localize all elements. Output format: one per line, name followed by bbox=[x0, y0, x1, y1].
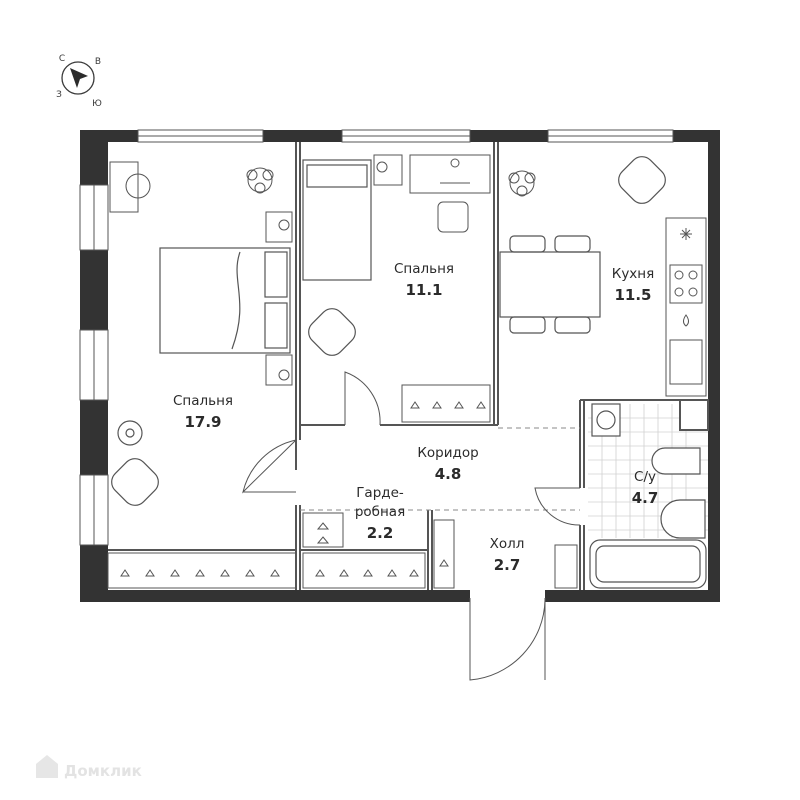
dining-table bbox=[499, 235, 601, 334]
room-name-bedroom-large: Спальня bbox=[173, 393, 233, 409]
room-area-kitchen: 11.5 bbox=[614, 286, 651, 304]
desk-with-round-table bbox=[109, 161, 151, 213]
work-desk bbox=[409, 154, 491, 194]
room-name-wardrobe-line2: робная bbox=[355, 504, 405, 520]
zone-separators bbox=[300, 427, 580, 511]
single-bed bbox=[302, 159, 372, 281]
snowflake-icon bbox=[680, 228, 692, 240]
room-name-wardrobe-line1: Гарде- bbox=[356, 485, 404, 501]
room-area-hall: 2.7 bbox=[494, 556, 521, 574]
room-area-corridor: 4.8 bbox=[435, 465, 462, 483]
compass-arrow-icon bbox=[70, 68, 88, 88]
room-name-bathroom: С/у bbox=[634, 469, 656, 485]
wardrobe-hangers-bedroom bbox=[107, 552, 297, 589]
room-area-wardrobe: 2.2 bbox=[367, 524, 394, 542]
compass: С В З Ю bbox=[56, 54, 102, 109]
top-windows bbox=[137, 129, 674, 143]
doors bbox=[242, 371, 581, 681]
left-windows bbox=[79, 184, 109, 546]
watermark: Домклик bbox=[36, 755, 142, 780]
room-name-kitchen: Кухня bbox=[612, 266, 655, 282]
nightstand-small bbox=[373, 154, 403, 186]
kitchen-counter bbox=[665, 217, 707, 397]
compass-west: З bbox=[56, 90, 62, 100]
compass-ring bbox=[61, 61, 95, 95]
compass-south: Ю bbox=[92, 99, 102, 109]
armchair-small-icon bbox=[308, 308, 356, 356]
interior-walls bbox=[108, 142, 708, 590]
bathroom-shaft bbox=[679, 399, 709, 431]
compass-east: В bbox=[95, 57, 101, 67]
watermark-text: Домклик bbox=[64, 762, 142, 780]
room-area-bedroom-large: 17.9 bbox=[184, 413, 221, 431]
hall-shoe-rack bbox=[433, 519, 578, 589]
armchair-icon bbox=[111, 420, 159, 506]
room-area-bedroom-small: 11.1 bbox=[405, 281, 442, 299]
room-area-bathroom: 4.7 bbox=[632, 489, 659, 507]
water-drop-icon bbox=[683, 314, 689, 327]
exterior-walls bbox=[80, 130, 720, 602]
wardrobe-hangers-small-bedroom bbox=[401, 384, 491, 423]
plant-kitchen-icon bbox=[508, 170, 536, 197]
house-logo-icon bbox=[36, 755, 58, 778]
nightstand-lamp-icon bbox=[265, 211, 293, 386]
room-name-corridor: Коридор bbox=[417, 445, 478, 461]
double-bed bbox=[159, 247, 291, 354]
bathroom-fixtures bbox=[589, 403, 707, 589]
plant-icon bbox=[246, 167, 274, 194]
kitchen-armchair-icon bbox=[618, 156, 666, 204]
wardrobe-room-shelves bbox=[302, 512, 426, 589]
office-chair-icon bbox=[437, 201, 469, 233]
room-name-bedroom-small: Спальня bbox=[394, 261, 454, 277]
room-name-hall: Холл bbox=[490, 536, 525, 552]
compass-north: С bbox=[59, 54, 65, 64]
